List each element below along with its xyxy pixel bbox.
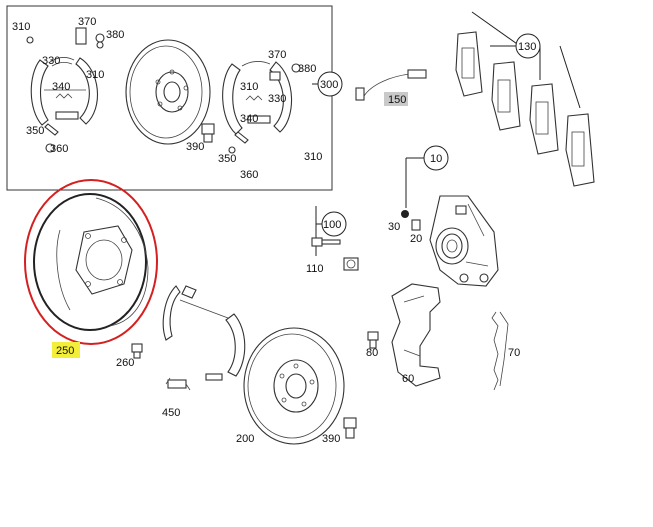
label-60: 60 — [402, 373, 414, 385]
brake-pads-set — [455, 11, 595, 187]
brake-shoe-set-left — [30, 57, 98, 126]
bolt-80 — [367, 331, 379, 349]
label-330-top-left: 330 — [42, 55, 60, 67]
callout-300-text: 300 — [320, 79, 338, 91]
callout-100-text: 100 — [323, 219, 341, 231]
label-310-top-left: 310 — [12, 21, 30, 33]
callout-300: 300 — [312, 71, 343, 97]
retaining-spring-70 — [491, 311, 509, 391]
label-370-right: 370 — [268, 49, 286, 61]
label-310-mid-left: 310 — [86, 69, 104, 81]
bleeder-cap-30 — [401, 210, 409, 218]
adjuster-450 — [165, 377, 191, 391]
label-250: 250 — [56, 345, 74, 357]
callout-130-text: 130 — [518, 41, 536, 53]
wear-sensor-150: 150 — [355, 69, 427, 106]
label-450: 450 — [162, 407, 180, 419]
label-200: 200 — [236, 433, 254, 445]
label-80: 80 — [366, 347, 378, 359]
bolt-260 — [131, 343, 143, 359]
label-370-top-left: 370 — [78, 16, 96, 28]
label-340-right: 340 — [240, 113, 258, 125]
label-330-right: 330 — [268, 93, 286, 105]
red-circle-highlight — [24, 179, 158, 345]
bolt-390-bottom — [343, 417, 357, 439]
brake-drum-disc-top — [125, 39, 211, 145]
label-380-top-left: 380 — [106, 29, 124, 41]
label-390-bottom: 390 — [322, 433, 340, 445]
label-30: 30 — [388, 221, 400, 233]
parking-brake-shoes — [162, 285, 246, 381]
label-340-left: 340 — [52, 81, 70, 93]
callout-130: 130 — [515, 33, 541, 59]
label-390-top: 390 — [186, 141, 204, 153]
brake-shoe-set-right — [222, 61, 301, 154]
label-150: 150 — [388, 94, 406, 106]
label-250-highlight: 250 — [52, 342, 80, 358]
label-20: 20 — [410, 233, 422, 245]
callout-10-text: 10 — [430, 153, 442, 165]
label-70: 70 — [508, 347, 520, 359]
callout-100: 100 — [315, 206, 347, 256]
label-310-right-top: 310 — [240, 81, 258, 93]
label-360-left: 360 — [50, 143, 68, 155]
label-110: 110 — [306, 263, 324, 275]
guide-pin-bolts — [311, 237, 359, 271]
spring-parts-left — [26, 27, 105, 153]
label-260: 260 — [116, 357, 134, 369]
backing-plate — [33, 193, 149, 331]
label-380-right: 380 — [298, 63, 316, 75]
label-310-right-bottom: 310 — [304, 151, 322, 163]
brake-caliper — [429, 195, 499, 287]
parking-brake-group-frame — [6, 5, 333, 191]
label-360-right: 360 — [240, 169, 258, 181]
brake-disc — [243, 327, 345, 445]
callout-10: 10 — [405, 145, 449, 208]
caliper-bracket — [391, 283, 441, 387]
label-350-right: 350 — [218, 153, 236, 165]
label-350-left: 350 — [26, 125, 44, 137]
bolt-390-top — [201, 123, 215, 143]
